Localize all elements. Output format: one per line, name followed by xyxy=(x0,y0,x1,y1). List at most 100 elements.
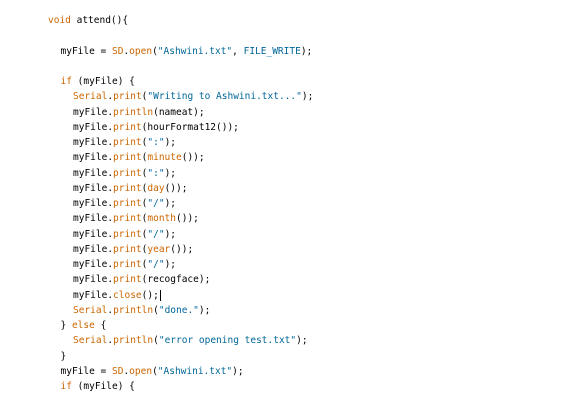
code-token-text: ()); xyxy=(170,243,194,255)
code-line[interactable]: myFile.print(hourFormat12()); xyxy=(73,120,239,135)
code-token-text: ( xyxy=(141,228,148,240)
code-token-text: ); xyxy=(296,335,308,347)
code-token-text: ( xyxy=(141,198,148,209)
code-token-text: (myFile) { xyxy=(71,381,135,392)
code-line[interactable]: myFile.print(":"); xyxy=(73,135,176,150)
code-token-keyword: day xyxy=(147,182,165,194)
code-line[interactable]: myFile.print("/"); xyxy=(73,227,176,242)
code-token-text: (recogface); xyxy=(141,274,211,286)
code-token-string: "done." xyxy=(158,304,199,316)
code-token-text: ()); xyxy=(181,152,205,164)
code-token-text: myFile. xyxy=(73,289,114,301)
code-line[interactable]: myFile.print(minute()); xyxy=(73,150,205,165)
code-line[interactable]: } xyxy=(61,349,67,364)
code-token-text: } xyxy=(60,350,67,362)
code-token-keyword: println xyxy=(113,106,154,118)
code-token-text: (hourFormat12()); xyxy=(141,121,239,133)
code-token-keyword: print xyxy=(113,152,142,164)
code-token-text: (myFile) { xyxy=(71,76,135,87)
code-token-string: "Ashwini.txt" xyxy=(157,365,233,377)
code-token-keyword: month xyxy=(147,213,176,225)
code-token-keyword: Serial xyxy=(73,304,108,316)
code-token-text: myFile. xyxy=(73,182,114,194)
code-token-text: myFile = xyxy=(60,365,112,377)
code-line[interactable]: myFile.print(":"); xyxy=(73,166,176,181)
code-line[interactable]: if (myFile) { xyxy=(61,379,135,394)
code-line[interactable]: myFile.print("/"); xyxy=(73,257,176,272)
code-token-string: "Writing to Ashwini.txt..." xyxy=(147,91,302,103)
code-token-text: myFile. xyxy=(73,243,114,255)
code-token-text: ()); xyxy=(164,182,188,194)
code-token-text: myFile = xyxy=(60,45,112,57)
code-line[interactable]: myFile.print(recogface); xyxy=(73,272,210,287)
code-line[interactable]: myFile = SD.open("Ashwini.txt"); xyxy=(61,364,244,379)
code-token-text: ); xyxy=(164,167,177,179)
code-token-keyword: print xyxy=(113,274,142,286)
code-token-text: ); xyxy=(301,91,314,103)
code-line[interactable]: void attend(){ xyxy=(48,13,128,28)
code-token-constant: FILE_WRITE xyxy=(243,45,301,57)
code-token-text: ( xyxy=(152,45,158,57)
code-token-keyword: print xyxy=(113,198,142,209)
code-token-text: ( xyxy=(141,91,148,103)
code-token-string: "error opening test.txt" xyxy=(158,335,297,347)
code-token-text: ); xyxy=(164,259,177,270)
code-token-keyword: print xyxy=(113,228,142,240)
code-token-text: ); xyxy=(198,304,211,316)
code-token-string: "Ashwini.txt" xyxy=(157,45,233,57)
code-token-keyword: open xyxy=(129,45,153,57)
code-token-text: . xyxy=(107,335,114,347)
code-token-text: ()); xyxy=(176,213,199,225)
code-token-keyword: minute xyxy=(147,152,182,164)
code-token-text: ); xyxy=(164,198,177,209)
text-cursor xyxy=(159,289,161,301)
code-token-text: myFile. xyxy=(73,121,114,133)
code-line[interactable]: Serial.println("done."); xyxy=(73,303,210,318)
code-token-text: ); xyxy=(232,365,244,377)
code-line[interactable]: myFile.println(nameat); xyxy=(73,105,205,120)
code-token-text: . xyxy=(123,365,130,377)
code-line[interactable]: myFile.print(year()); xyxy=(73,242,193,257)
code-token-text: ); xyxy=(164,228,177,240)
code-token-string: ":" xyxy=(147,137,165,148)
code-token-keyword: void xyxy=(48,15,71,26)
code-line[interactable]: Serial.println("error opening test.txt")… xyxy=(73,333,308,348)
code-line[interactable]: myFile = SD.open("Ashwini.txt", FILE_WRI… xyxy=(61,44,313,59)
code-token-keyword: SD xyxy=(111,45,124,57)
code-token-keyword: Serial xyxy=(73,335,108,347)
code-line[interactable]: if (myFile) { xyxy=(61,74,135,89)
code-line[interactable]: myFile.print(month()); xyxy=(73,211,199,226)
code-line[interactable]: } else { xyxy=(61,318,107,333)
code-token-text: (); xyxy=(141,289,159,301)
code-token-text: ( xyxy=(141,213,148,225)
code-token-text: attend(){ xyxy=(70,15,129,26)
code-token-text: myFile. xyxy=(73,274,114,286)
code-token-text: { xyxy=(94,320,107,331)
code-token-text: . xyxy=(123,45,130,57)
code-token-text: (nameat); xyxy=(153,106,205,118)
code-token-keyword: print xyxy=(113,182,142,194)
code-line[interactable]: myFile.print(day()); xyxy=(73,181,187,196)
code-token-keyword: println xyxy=(113,304,154,316)
code-token-text: myFile. xyxy=(73,152,114,164)
code-token-keyword: print xyxy=(113,259,142,270)
code-token-keyword: print xyxy=(113,121,142,133)
code-token-keyword: if xyxy=(60,76,72,87)
code-line[interactable]: Serial.print("Writing to Ashwini.txt..."… xyxy=(73,89,313,104)
code-token-text: ( xyxy=(141,259,148,270)
code-token-keyword: if xyxy=(60,381,72,392)
code-token-text: . xyxy=(107,304,114,316)
code-token-text: myFile. xyxy=(73,259,114,270)
code-token-string: "/" xyxy=(147,259,165,270)
code-token-text: , xyxy=(232,45,244,57)
code-token-keyword: print xyxy=(113,243,142,255)
code-token-text: ( xyxy=(153,304,159,316)
code-token-text: ( xyxy=(152,365,158,377)
code-token-keyword: print xyxy=(113,167,142,179)
code-token-keyword: year xyxy=(147,243,171,255)
code-line[interactable]: myFile.print("/"); xyxy=(73,196,176,211)
code-line[interactable]: myFile.close(); xyxy=(73,288,161,303)
code-token-text: myFile. xyxy=(73,228,114,240)
code-token-text: myFile. xyxy=(73,213,114,225)
